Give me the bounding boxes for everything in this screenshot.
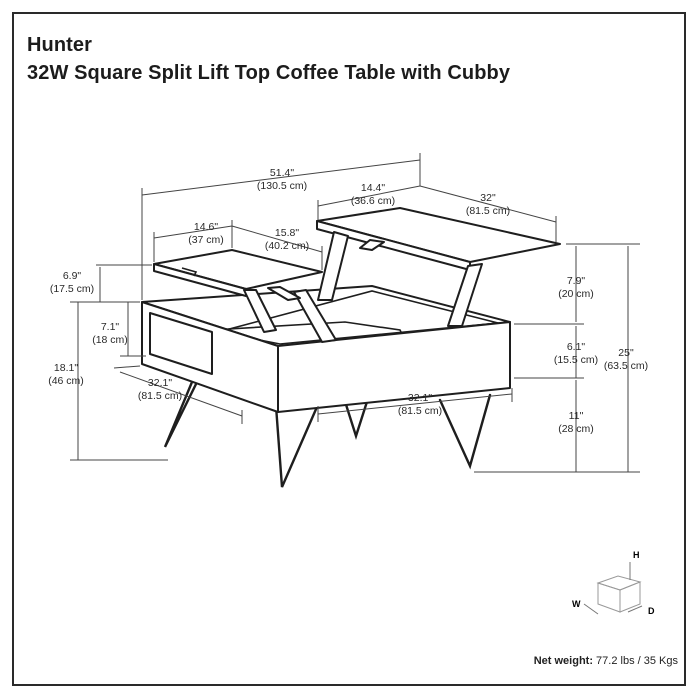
dim-table-height: 18.1"	[54, 362, 78, 374]
net-weight-value: 77.2 lbs / 35 Kgs	[593, 655, 678, 667]
dim-top-depth: 14.4"	[361, 182, 385, 194]
leg-front-mid	[274, 398, 322, 488]
dim-cubby-height: 7.1"	[101, 321, 120, 333]
small-lift-arm-1	[243, 289, 277, 333]
dim-box-height-cm: (15.5 cm)	[554, 354, 598, 366]
table-box-right	[277, 321, 511, 413]
dim-small-top-width: 14.6"	[194, 221, 218, 233]
dimension-labels: 51.4" (130.5 cm) 14.4" (36.6 cm) 32" (81…	[48, 167, 648, 435]
large-lift-arm-2	[447, 263, 483, 327]
dim-total-height: 25"	[618, 347, 634, 359]
dim-right-top-width-cm: (81.5 cm)	[466, 205, 510, 217]
dim-total-height-cm: (63.5 cm)	[604, 360, 648, 372]
cubby-opening	[149, 312, 213, 375]
dim-overall-width-cm: (130.5 cm)	[257, 180, 307, 192]
dim-lift-right-cm: (20 cm)	[558, 288, 594, 300]
dim-leg-height-cm: (28 cm)	[558, 423, 594, 435]
net-weight-label: Net weight:	[533, 655, 593, 667]
dim-lift-left-cm: (17.5 cm)	[50, 283, 94, 295]
dim-box-height: 6.1"	[567, 341, 586, 353]
product-title: 32W Square Split Lift Top Coffee Table w…	[27, 62, 511, 84]
dim-table-height-cm: (46 cm)	[48, 375, 84, 387]
dim-top-depth-cm: (36.6 cm)	[351, 195, 395, 207]
dim-small-top-depth: 15.8"	[275, 227, 299, 239]
small-lift-arm-3	[267, 286, 301, 301]
dim-leg-height: 11"	[569, 410, 584, 422]
axis-h-label: H	[633, 550, 640, 560]
dimension-lines	[70, 153, 640, 473]
dim-lift-right: 7.9"	[567, 275, 586, 287]
axis-w-label: W	[572, 599, 581, 609]
brand-title: Hunter	[27, 34, 93, 56]
dim-overall-width: 51.4"	[270, 167, 294, 179]
small-lift-arm-2	[293, 289, 337, 343]
dim-width-bottom: 32.1"	[408, 392, 432, 404]
dim-small-top-width-cm: (37 cm)	[188, 234, 224, 246]
dim-depth-left: 32.1"	[148, 377, 172, 389]
dim-small-top-depth-cm: (40.2 cm)	[265, 240, 309, 252]
net-weight: Net weight: 77.2 lbs / 35 Kgs	[534, 655, 678, 667]
dim-width-bottom-cm: (81.5 cm)	[398, 405, 442, 417]
large-lift-arm-1	[317, 231, 349, 301]
small-lift-top	[153, 249, 323, 290]
leg-front-right	[438, 393, 492, 470]
dim-cubby-height-cm: (18 cm)	[92, 334, 128, 346]
dim-right-top-width: 32"	[480, 192, 496, 204]
dim-depth-left-cm: (81.5 cm)	[138, 390, 182, 402]
dim-lift-left: 6.9"	[63, 270, 82, 282]
axis-d-label: D	[648, 606, 655, 616]
coffee-table-illustration	[141, 207, 561, 488]
leg-front-left	[163, 378, 200, 448]
axis-legend-cube: H W D	[572, 550, 655, 616]
large-lift-arm-3	[359, 239, 385, 251]
